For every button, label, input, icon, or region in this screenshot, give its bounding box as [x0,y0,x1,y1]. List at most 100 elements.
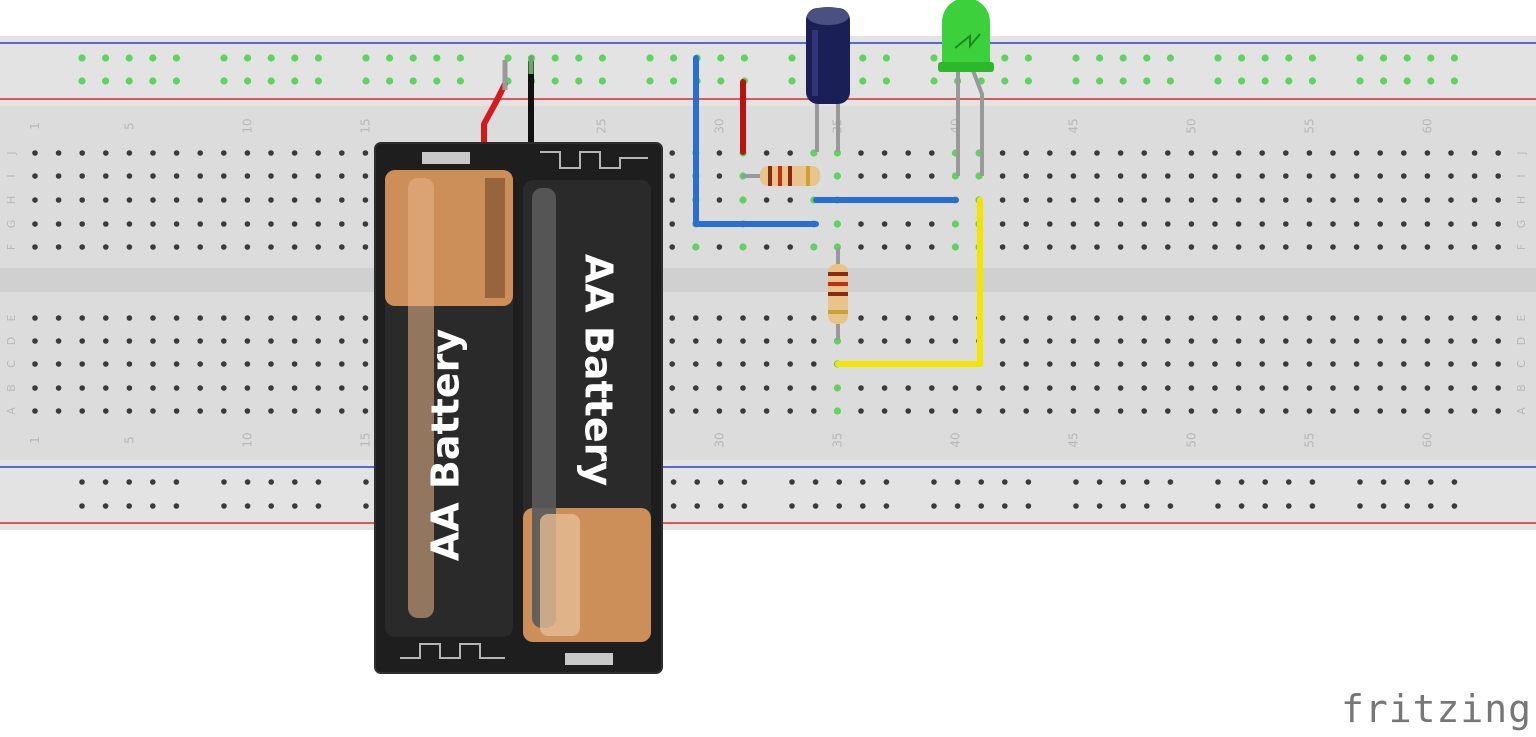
breadboard-hole [858,338,864,344]
breadboard-hole [1141,338,1147,344]
breadboard-hole [1047,150,1053,156]
breadboard-hole [244,150,251,156]
breadboard-hole [1141,385,1147,391]
power-rail-hole [836,479,842,485]
row-letter-label: F [5,244,18,250]
breadboard-hole [150,408,156,414]
breadboard-hole [103,197,109,203]
breadboard-hole [881,244,888,250]
breadboard-hole [929,150,935,156]
breadboard-hole [1117,197,1124,203]
breadboard-hole [150,244,156,250]
breadboard-hole [1141,244,1147,250]
breadboard-hole [669,361,675,367]
breadboard-hole [291,150,298,156]
breadboard-hole [787,385,793,391]
breadboard-hole [1235,150,1242,156]
breadboard-hole [1259,315,1265,321]
breadboard-hole [1259,150,1265,156]
breadboard-hole [1070,408,1077,414]
breadboard-hole [103,173,109,179]
breadboard-hole [999,173,1006,179]
breadboard-hole [692,243,700,251]
breadboard-hole [1353,244,1360,250]
power-rail-hole [1427,77,1435,85]
breadboard-hole [1235,197,1242,203]
breadboard-hole [1023,338,1029,344]
breadboard-hole [716,173,723,179]
breadboard-hole [197,150,203,156]
breadboard-hole [1306,173,1313,179]
breadboard-hole [1471,197,1478,203]
power-rail-hole [1451,503,1458,509]
power-rail-hole [883,503,890,509]
breadboard-hole [1471,361,1478,367]
power-rail-hole [812,503,819,509]
power-rail-hole [102,479,109,485]
breadboard-hole [1165,173,1171,179]
breadboard-hole [268,197,274,203]
power-rail-hole [126,479,132,485]
battery-red-lead [481,81,508,153]
breadboard-hole [1141,361,1147,367]
power-rail-hole [1096,479,1103,485]
breadboard-hole [905,385,911,391]
breadboard-hole [1448,197,1454,203]
power-rail-hole [267,77,275,85]
breadboard-hole [32,315,38,321]
breadboard-hole [787,408,793,414]
breadboard-hole [291,315,298,321]
power-rail-hole [1119,77,1127,85]
power-rail-hole [598,77,607,85]
power-rail-hole [646,54,654,62]
breadboard-hole [1448,338,1454,344]
breadboard-hole [1165,408,1171,414]
breadboard-hole [55,221,62,227]
breadboard-hole [221,361,227,367]
power-rail-hole [930,77,938,85]
breadboard-hole [905,173,911,179]
breadboard-hole [362,385,369,391]
breadboard-hole [693,315,699,321]
power-rail-hole [78,77,86,85]
breadboard-hole [1330,315,1336,321]
power-rail-hole [598,54,607,62]
breadboard-hole [291,197,298,203]
power-rail-hole [1380,503,1387,509]
power-rail-hole [244,54,252,62]
breadboard-hole [1377,361,1383,367]
breadboard-hole [1353,361,1360,367]
breadboard-hole [126,221,133,227]
breadboard-hole [1212,408,1218,414]
power-rail-hole [1215,479,1221,485]
breadboard-hole [833,172,842,180]
breadboard-hole [173,315,180,321]
breadboard-hole [1330,244,1336,250]
column-number-label: 60 [1420,432,1434,447]
breadboard-hole [1401,361,1407,367]
breadboard-hole [173,150,180,156]
breadboard-hole [1401,150,1407,156]
breadboard-hole [1070,173,1077,179]
power-rail-hole [1072,77,1080,85]
power-rail-hole [1025,479,1032,485]
breadboard-hole [1023,385,1029,391]
breadboard-hole [339,244,345,250]
breadboard-hole [1188,244,1195,250]
breadboard-hole [1259,221,1265,227]
breadboard-hole [1306,408,1313,414]
breadboard-hole [1259,173,1265,179]
power-rail-hole [1356,54,1364,62]
power-rail-hole [79,479,85,485]
breadboard-hole [999,150,1006,156]
breadboard-hole [999,221,1006,227]
cell-2-label: AA Battery [577,254,621,486]
power-rail-hole [1024,54,1032,62]
breadboard-hole [150,315,156,321]
power-rail-hole [551,77,559,85]
breadboard-hole [150,338,156,344]
breadboard-hole [1047,173,1053,179]
power-rail-hole [433,54,441,62]
breadboard-hole [362,408,369,414]
power-rail-hole [1261,54,1269,62]
